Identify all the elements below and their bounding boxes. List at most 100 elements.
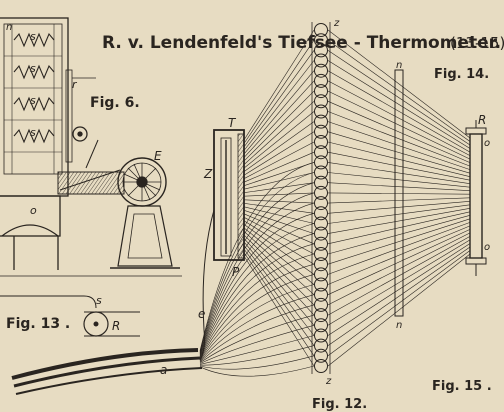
fig12-label: Fig. 12.	[312, 397, 367, 412]
column-circle	[314, 135, 328, 149]
fan-wire-left	[243, 60, 315, 151]
fig14-bar	[394, 69, 404, 317]
fan-wire-bundle	[199, 274, 315, 360]
column-circle	[314, 308, 328, 323]
letter-R15: R	[478, 113, 486, 127]
fan-wire-right	[327, 39, 471, 142]
fan-wire-left	[243, 234, 315, 306]
fan-wire-right	[327, 246, 471, 346]
column-circle	[314, 33, 328, 48]
letter-s-1: s	[30, 30, 36, 43]
fan-wire-right	[327, 243, 471, 336]
fan-wire-left	[243, 199, 315, 204]
fan-wire-left	[243, 220, 315, 265]
fan-wire-right	[327, 236, 471, 316]
letter-P: P	[232, 265, 240, 279]
letter-Z: Z	[203, 167, 213, 181]
fan-wire-left	[243, 192, 315, 197]
fan-wire-right	[327, 232, 471, 306]
fan-wire-left	[243, 224, 315, 275]
fan-wire-right	[327, 70, 471, 153]
fan-wire-bundle	[199, 345, 315, 366]
fan-wire-right	[327, 208, 471, 234]
letter-T: T	[228, 116, 237, 130]
fan-wire-bundle	[199, 314, 315, 364]
column-circle	[314, 206, 328, 221]
column-circle	[314, 114, 328, 129]
column-circle	[314, 104, 328, 119]
letter-o15-top: o	[484, 138, 490, 149]
fan-wire-left	[243, 141, 315, 179]
fan-wire-left	[243, 101, 315, 165]
column-circle	[314, 236, 328, 251]
fan-wire-right	[327, 197, 471, 204]
letter-s-3: s	[30, 94, 36, 107]
fig13-sketch	[0, 295, 140, 337]
fan-wire-right	[327, 222, 471, 275]
fan-wire-bundle	[199, 325, 315, 364]
column-circle	[314, 165, 328, 180]
fan-wire-left	[243, 206, 315, 224]
letter-z-bottom: z	[325, 376, 332, 387]
fan-wire-left	[243, 70, 315, 155]
column-circle	[314, 73, 328, 88]
fan-wire-right	[327, 253, 471, 367]
fan-wire-bundle	[199, 284, 315, 361]
column-circle	[314, 196, 328, 211]
column-circles	[314, 23, 328, 373]
fig14-label: Fig. 14.	[434, 67, 489, 82]
fan-wire-right	[327, 204, 471, 224]
fig13-label: Fig. 13 .	[6, 316, 70, 332]
fan-wire-left	[243, 111, 315, 169]
fan-wire-right	[327, 201, 471, 214]
column-circle	[314, 145, 328, 160]
fan-wire-right	[327, 192, 471, 195]
fan-wire-left	[243, 248, 315, 346]
wire-fan	[199, 29, 471, 377]
letter-n14-top: n	[396, 60, 402, 71]
fig15-device	[465, 120, 487, 276]
column-circle	[314, 297, 328, 312]
fan-wire-bundle	[199, 335, 315, 365]
fan-wire-right	[327, 50, 471, 146]
column-circle	[314, 267, 328, 282]
fan-wire-left	[243, 29, 315, 141]
fan-wire-right	[327, 111, 471, 167]
fan-wire-left	[243, 151, 315, 183]
fan-wire-left	[243, 227, 315, 285]
fan-wire-right	[327, 218, 471, 265]
fan-wire-bundle	[199, 355, 315, 370]
fan-wire-bundle	[199, 304, 315, 363]
fan-wire-bundle	[199, 243, 315, 358]
column-circle	[314, 348, 328, 363]
column-circle	[314, 63, 328, 78]
fan-wire-left	[243, 203, 315, 214]
letter-s13: s	[96, 294, 102, 307]
column-circle	[314, 124, 328, 139]
fan-wire-bundle	[199, 263, 315, 359]
column-circle	[314, 277, 328, 292]
fan-wire-right	[327, 225, 471, 285]
fan-wire-left	[243, 50, 315, 148]
fan-wire-bundle	[199, 294, 315, 362]
letter-e: e	[198, 307, 205, 321]
fan-wire-left	[243, 90, 315, 162]
fig12-box	[213, 129, 245, 261]
fan-wire-right	[327, 215, 471, 255]
plate-title-range: (13-15)	[450, 34, 504, 52]
fan-wire-right	[327, 151, 471, 181]
fan-wire-left	[243, 80, 315, 158]
fan-wire-bundle	[199, 365, 315, 377]
fig6-label: Fig. 6.	[90, 95, 140, 111]
column-circle	[314, 247, 328, 261]
fig15-label: Fig. 15 .	[432, 379, 492, 394]
fan-wire-left	[243, 131, 315, 176]
fan-wire-right	[327, 131, 471, 174]
column-circle	[314, 23, 328, 37]
fan-wire-left	[243, 252, 315, 356]
fan-wire-left	[243, 217, 315, 255]
fan-wire-right	[327, 239, 471, 326]
column-circle	[314, 257, 328, 272]
column-circle	[314, 216, 328, 231]
